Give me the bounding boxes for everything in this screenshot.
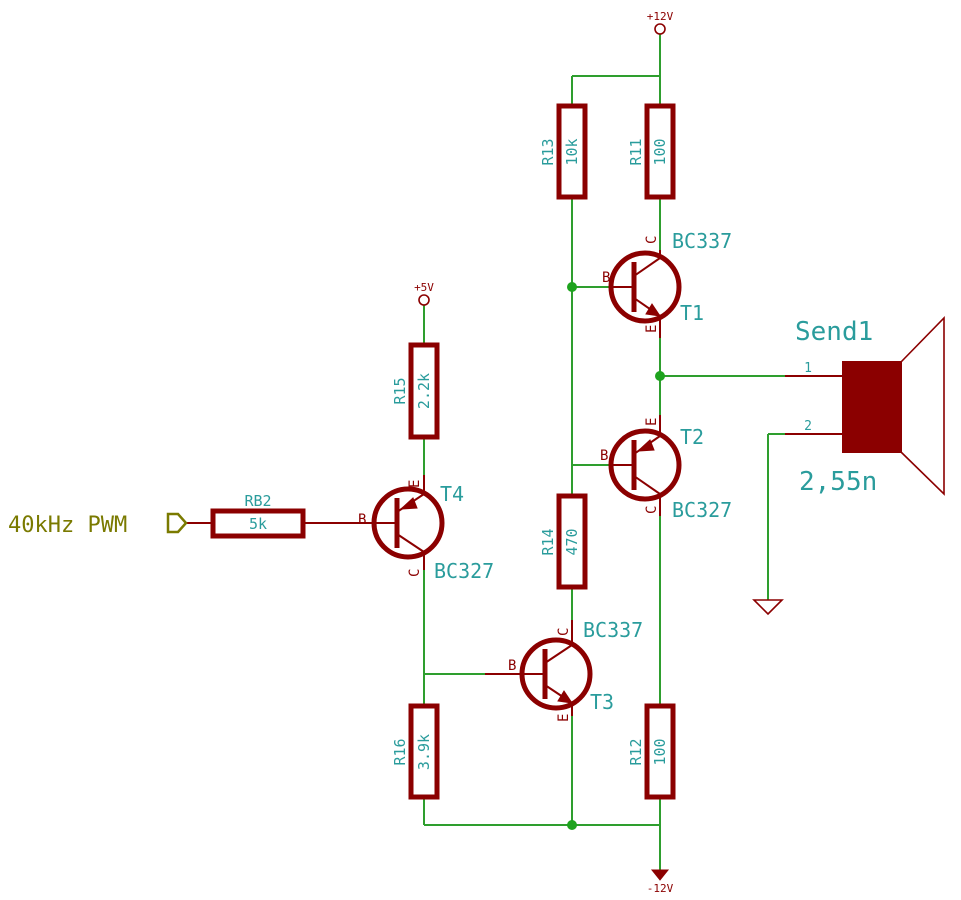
svg-text:B: B xyxy=(508,658,516,674)
svg-text:C: C xyxy=(644,236,660,244)
transistor-t4: B E C T4 BC327 xyxy=(343,475,494,583)
svg-text:BC337: BC337 xyxy=(583,618,643,642)
svg-text:B: B xyxy=(600,448,608,464)
transducer-send1: 1 2 Send1 2,55n xyxy=(785,316,945,497)
resistor-r11: R11 100 xyxy=(627,103,676,200)
power-neg12v-symbol: -12V xyxy=(647,869,674,895)
svg-text:T1: T1 xyxy=(680,301,704,325)
svg-text:5k: 5k xyxy=(249,515,267,533)
resistor-rb2: RB2 5k xyxy=(186,492,343,539)
svg-text:BC327: BC327 xyxy=(672,498,732,522)
svg-text:10k: 10k xyxy=(563,138,581,165)
svg-text:R14: R14 xyxy=(539,528,557,555)
svg-text:C: C xyxy=(407,569,423,577)
svg-text:E: E xyxy=(556,714,572,722)
svg-text:100: 100 xyxy=(651,738,669,765)
svg-text:B: B xyxy=(602,270,610,286)
svg-text:R13: R13 xyxy=(539,138,557,165)
svg-text:2: 2 xyxy=(804,419,812,434)
wires xyxy=(423,34,785,870)
svg-text:E: E xyxy=(644,325,660,333)
svg-text:C: C xyxy=(644,506,660,514)
junction-dot xyxy=(567,282,577,292)
svg-text:R16: R16 xyxy=(391,738,409,765)
transistor-t2: B E C T2 BC327 xyxy=(600,415,732,522)
svg-text:R12: R12 xyxy=(627,738,645,765)
transistor-t1: B C E BC337 T1 xyxy=(602,229,732,338)
svg-text:+12V: +12V xyxy=(647,10,674,23)
power-12v-symbol: +12V xyxy=(647,10,674,35)
svg-text:-12V: -12V xyxy=(647,882,674,895)
power-5v-symbol: +5V xyxy=(414,281,434,306)
svg-text:100: 100 xyxy=(651,138,669,165)
resistor-r13: R13 10k xyxy=(539,103,588,200)
svg-text:RB2: RB2 xyxy=(244,492,271,510)
svg-text:470: 470 xyxy=(563,528,581,555)
svg-text:R15: R15 xyxy=(391,377,409,404)
svg-text:E: E xyxy=(644,418,660,426)
svg-text:1: 1 xyxy=(804,361,812,376)
resistor-r12: R12 100 xyxy=(627,703,676,800)
svg-text:2.2k: 2.2k xyxy=(415,373,433,409)
svg-text:T2: T2 xyxy=(680,425,704,449)
resistor-r15: R15 2.2k xyxy=(391,342,440,440)
svg-text:BC327: BC327 xyxy=(434,559,494,583)
resistor-r14: R14 470 xyxy=(539,493,588,590)
junction-dot xyxy=(567,820,577,830)
ground-symbol xyxy=(752,599,784,616)
svg-text:Send1: Send1 xyxy=(795,317,873,347)
svg-text:BC337: BC337 xyxy=(672,229,732,253)
svg-text:E: E xyxy=(407,480,423,488)
junction-dot xyxy=(655,371,665,381)
svg-text:C: C xyxy=(556,628,572,636)
input-pwm-label: 40kHz PWM xyxy=(8,512,188,538)
resistor-r16: R16 3.9k xyxy=(391,703,440,800)
svg-text:R11: R11 xyxy=(627,138,645,165)
svg-text:+5V: +5V xyxy=(414,281,434,294)
transistor-t3: B C E BC337 T3 xyxy=(485,618,643,722)
svg-text:B: B xyxy=(358,512,366,528)
svg-text:T4: T4 xyxy=(440,482,464,506)
svg-text:2,55n: 2,55n xyxy=(799,467,877,497)
svg-text:40kHz PWM: 40kHz PWM xyxy=(8,513,127,538)
svg-text:T3: T3 xyxy=(590,690,614,714)
svg-text:3.9k: 3.9k xyxy=(415,734,433,770)
